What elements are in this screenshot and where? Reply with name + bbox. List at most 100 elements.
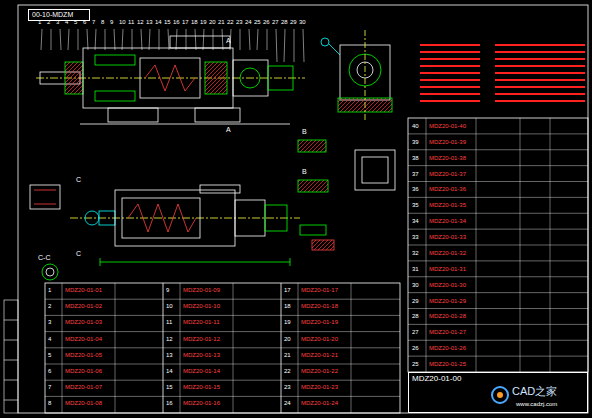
callout-number: 25 bbox=[254, 19, 261, 25]
callout-number: 15 bbox=[164, 19, 171, 25]
table-cell: 15 bbox=[166, 384, 173, 390]
table-cell: MDZ20-01-37 bbox=[429, 171, 466, 177]
table-cell: 39 bbox=[412, 139, 419, 145]
table-cell: 40 bbox=[412, 123, 419, 129]
table-cell: 3 bbox=[48, 319, 51, 325]
table-cell: MDZ20-01-26 bbox=[429, 345, 466, 351]
callout-number: 29 bbox=[290, 19, 297, 25]
table-cell: MDZ20-01-34 bbox=[429, 218, 466, 224]
table-cell: 37 bbox=[412, 171, 419, 177]
callout-number: 2 bbox=[47, 19, 50, 25]
section-mark: C bbox=[76, 176, 81, 183]
watermark-logo bbox=[492, 387, 508, 403]
table-cell: 27 bbox=[412, 329, 419, 335]
table-cell: MDZ20-01-32 bbox=[429, 250, 466, 256]
table-cell: MDZ20-01-19 bbox=[301, 319, 338, 325]
table-cell: MDZ20-01-38 bbox=[429, 155, 466, 161]
callout-number: 3 bbox=[56, 19, 59, 25]
table-cell: 9 bbox=[166, 287, 169, 293]
table-cell: 29 bbox=[412, 298, 419, 304]
drawing-frame bbox=[18, 5, 588, 413]
table-cell: 16 bbox=[166, 400, 173, 406]
table-cell: 2 bbox=[48, 303, 51, 309]
table-cell: 14 bbox=[166, 368, 173, 374]
parts-list-frame bbox=[45, 283, 400, 413]
table-cell: 10 bbox=[166, 303, 173, 309]
callout-number: 10 bbox=[119, 19, 126, 25]
table-cell: 33 bbox=[412, 234, 419, 240]
table-cell: MDZ20-01-09 bbox=[183, 287, 220, 293]
table-cell: 11 bbox=[166, 319, 172, 325]
callout-number: 30 bbox=[299, 19, 306, 25]
callout-number: 6 bbox=[83, 19, 86, 25]
pump-end-view bbox=[321, 30, 392, 120]
section-mark: A bbox=[226, 37, 231, 44]
table-cell: MDZ20-01-15 bbox=[183, 384, 220, 390]
watermark: www.cadzj.com bbox=[516, 401, 557, 407]
table-cell: MDZ20-01-17 bbox=[301, 287, 338, 293]
table-cell: MDZ20-01-18 bbox=[301, 303, 338, 309]
table-cell: MDZ20-01-05 bbox=[65, 352, 102, 358]
table-cell: MDZ20-01-20 bbox=[301, 336, 338, 342]
table-cell: MDZ20-01-12 bbox=[183, 336, 220, 342]
callout-number: 11 bbox=[128, 19, 134, 25]
table-cell: 23 bbox=[284, 384, 291, 390]
table-cell: 38 bbox=[412, 155, 419, 161]
table-cell: 20 bbox=[284, 336, 291, 342]
table-cell: 34 bbox=[412, 218, 419, 224]
table-cell: MDZ20-01-01 bbox=[65, 287, 102, 293]
table-cell: 26 bbox=[412, 345, 419, 351]
table-cell: 21 bbox=[284, 352, 291, 358]
technical-notes bbox=[420, 42, 585, 105]
table-cell: 4 bbox=[48, 336, 51, 342]
table-cell: MDZ20-01-21 bbox=[301, 352, 338, 358]
table-cell: MDZ20-01-31 bbox=[429, 266, 466, 272]
callout-number: 22 bbox=[227, 19, 234, 25]
callout-number: 26 bbox=[263, 19, 270, 25]
callout-number: 21 bbox=[218, 19, 225, 25]
table-cell: MDZ20-01-39 bbox=[429, 139, 466, 145]
table-cell: MDZ20-01-22 bbox=[301, 368, 338, 374]
callout-number: 9 bbox=[110, 19, 113, 25]
table-cell: MDZ20-01-27 bbox=[429, 329, 466, 335]
table-cell: MDZ20-01-14 bbox=[183, 368, 220, 374]
section-mark: B bbox=[302, 168, 307, 175]
table-cell: MDZ20-01-28 bbox=[429, 313, 466, 319]
table-cell: MDZ20-01-02 bbox=[65, 303, 102, 309]
callout-number: 5 bbox=[74, 19, 77, 25]
callout-number: 12 bbox=[137, 19, 144, 25]
side-strip bbox=[4, 300, 18, 413]
leader-lines bbox=[41, 29, 304, 62]
section-mark: C bbox=[76, 250, 81, 257]
callout-number: 19 bbox=[200, 19, 207, 25]
drawing-number: 00-10-MDZM bbox=[32, 11, 86, 18]
callout-number: 8 bbox=[101, 19, 104, 25]
table-cell: 32 bbox=[412, 250, 419, 256]
table-cell: MDZ20-01-29 bbox=[429, 298, 466, 304]
callout-number: 18 bbox=[191, 19, 198, 25]
table-cell: 28 bbox=[412, 313, 419, 319]
section-mark: A bbox=[226, 126, 231, 133]
table-cell: MDZ20-01-04 bbox=[65, 336, 102, 342]
table-cell: MDZ20-01-24 bbox=[301, 400, 338, 406]
table-cell: MDZ20-01-06 bbox=[65, 368, 102, 374]
callout-number: 27 bbox=[272, 19, 279, 25]
drawing-number: MDZ20-01-00 bbox=[412, 374, 584, 383]
table-cell: MDZ20-01-08 bbox=[65, 400, 102, 406]
table-cell: MDZ20-01-36 bbox=[429, 186, 466, 192]
table-cell: 30 bbox=[412, 282, 419, 288]
table-cell: MDZ20-01-25 bbox=[429, 361, 466, 367]
callout-number: 16 bbox=[173, 19, 180, 25]
table-cell: 22 bbox=[284, 368, 291, 374]
table-cell: 31 bbox=[412, 266, 419, 272]
callout-number: 7 bbox=[92, 19, 95, 25]
section-mark: B bbox=[302, 128, 307, 135]
callout-number: 17 bbox=[182, 19, 189, 25]
callout-number: 14 bbox=[155, 19, 162, 25]
table-cell: MDZ20-01-11 bbox=[183, 319, 220, 325]
table-cell: MDZ20-01-10 bbox=[183, 303, 220, 309]
callout-number: 23 bbox=[236, 19, 243, 25]
title-block: MDZ20-01-00 bbox=[408, 372, 588, 413]
callout-number: 28 bbox=[281, 19, 288, 25]
table-cell: MDZ20-01-13 bbox=[183, 352, 220, 358]
